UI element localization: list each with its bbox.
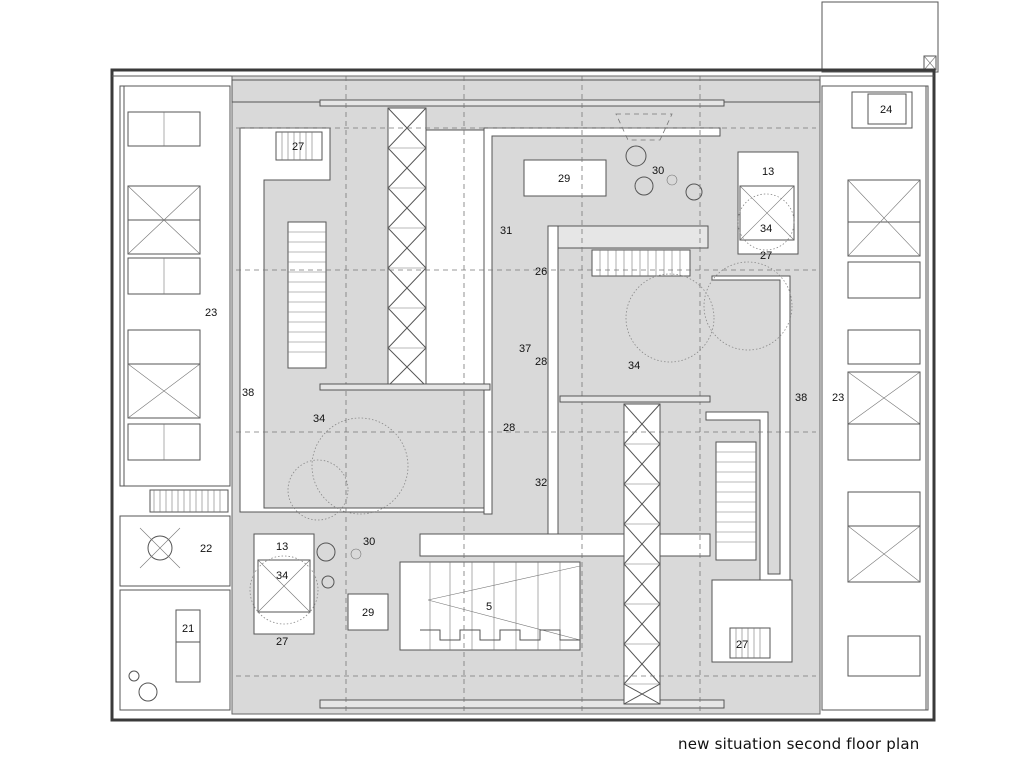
label-28: 28 bbox=[535, 356, 547, 368]
label-31: 31 bbox=[500, 225, 512, 237]
label-32: 32 bbox=[535, 477, 547, 489]
left-desk-clusters bbox=[127, 111, 201, 461]
room-22-meeting bbox=[119, 515, 231, 587]
right-desk-clusters bbox=[847, 179, 921, 677]
room-labels: 27 29 30 13 34 27 24 31 26 23 37 28 34 3… bbox=[182, 104, 892, 651]
label-38: 38 bbox=[795, 392, 807, 404]
label-30: 30 bbox=[363, 536, 375, 548]
label-34: 34 bbox=[760, 223, 772, 235]
label-27: 27 bbox=[292, 141, 304, 153]
roof-annex bbox=[821, 1, 939, 73]
label-13: 13 bbox=[762, 166, 774, 178]
label-37: 37 bbox=[519, 343, 531, 355]
label-24: 24 bbox=[880, 104, 892, 116]
room-21-office bbox=[119, 589, 231, 711]
label-23: 23 bbox=[832, 392, 844, 404]
label-22: 22 bbox=[200, 543, 212, 555]
centre-stair bbox=[591, 249, 691, 277]
stair-27-bottom bbox=[729, 627, 771, 659]
label-23: 23 bbox=[205, 307, 217, 319]
label-34: 34 bbox=[628, 360, 640, 372]
label-29: 29 bbox=[558, 173, 570, 185]
stair-27-top bbox=[275, 131, 323, 161]
label-27: 27 bbox=[736, 639, 748, 651]
left-stair bbox=[287, 221, 327, 369]
label-29: 29 bbox=[362, 607, 374, 619]
label-5: 5 bbox=[486, 601, 492, 613]
label-27: 27 bbox=[276, 636, 288, 648]
label-13: 13 bbox=[276, 541, 288, 553]
label-21: 21 bbox=[182, 623, 194, 635]
label-30: 30 bbox=[652, 165, 664, 177]
right-truss bbox=[623, 403, 661, 705]
left-truss bbox=[387, 107, 427, 387]
label-34: 34 bbox=[276, 570, 288, 582]
building-outline bbox=[110, 68, 936, 722]
label-27: 27 bbox=[760, 250, 772, 262]
plan-caption: new situation second floor plan bbox=[678, 735, 920, 753]
structural-grid bbox=[236, 76, 816, 714]
tree-canopies bbox=[249, 193, 795, 625]
label-28: 28 bbox=[503, 422, 515, 434]
table-29-top bbox=[523, 159, 607, 197]
label-38: 38 bbox=[242, 387, 254, 399]
label-26: 26 bbox=[535, 266, 547, 278]
table-29-bottom bbox=[347, 593, 389, 631]
right-stair bbox=[715, 441, 757, 561]
lift-24 bbox=[867, 93, 907, 125]
label-34: 34 bbox=[313, 413, 325, 425]
